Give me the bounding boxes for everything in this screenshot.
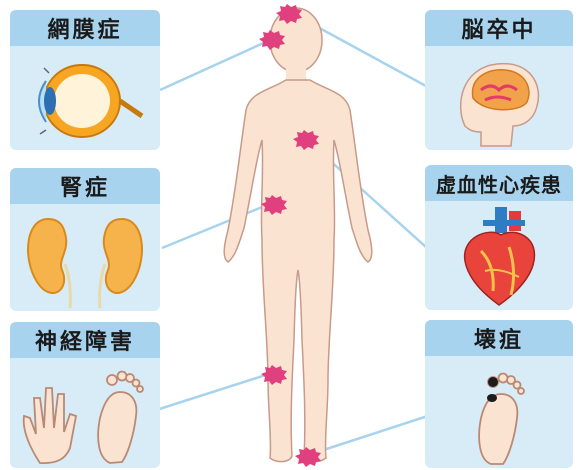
card-heart: 虚血性心疾患 — [425, 165, 573, 310]
line-gangrene — [308, 414, 434, 455]
title-gangrene: 壊疽 — [425, 320, 573, 356]
title-kidney: 腎症 — [10, 168, 160, 204]
title-stroke: 脳卒中 — [425, 10, 573, 46]
title-heart: 虚血性心疾患 — [425, 165, 573, 201]
marker-eye — [259, 30, 285, 50]
brain-icon — [425, 46, 573, 150]
heart-icon — [425, 201, 573, 310]
marker-kidney — [261, 195, 287, 215]
marker-foot — [295, 447, 321, 467]
card-stroke: 脳卒中 — [425, 10, 573, 150]
card-gangrene: 壊疽 — [425, 320, 573, 468]
line-neuropathy — [150, 373, 272, 412]
card-neuropathy: 神経障害 — [10, 322, 160, 468]
eye-icon — [10, 46, 160, 150]
foot-icon — [425, 356, 573, 468]
line-kidney — [162, 203, 272, 248]
human-body — [224, 8, 372, 462]
title-neuropathy: 神経障害 — [10, 322, 160, 358]
affected-site-markers — [259, 4, 321, 467]
line-stroke — [290, 12, 437, 92]
marker-chest — [293, 130, 319, 150]
title-retinopathy: 網膜症 — [10, 10, 160, 46]
kidney-icon — [10, 204, 160, 311]
line-heart — [307, 140, 437, 257]
hand-foot-icon — [10, 358, 160, 468]
card-retinopathy: 網膜症 — [10, 10, 160, 150]
card-kidney: 腎症 — [10, 168, 160, 311]
line-retinopathy — [160, 40, 270, 90]
marker-head-top — [276, 4, 302, 24]
marker-leg — [261, 365, 287, 385]
connector-lines — [150, 12, 437, 455]
